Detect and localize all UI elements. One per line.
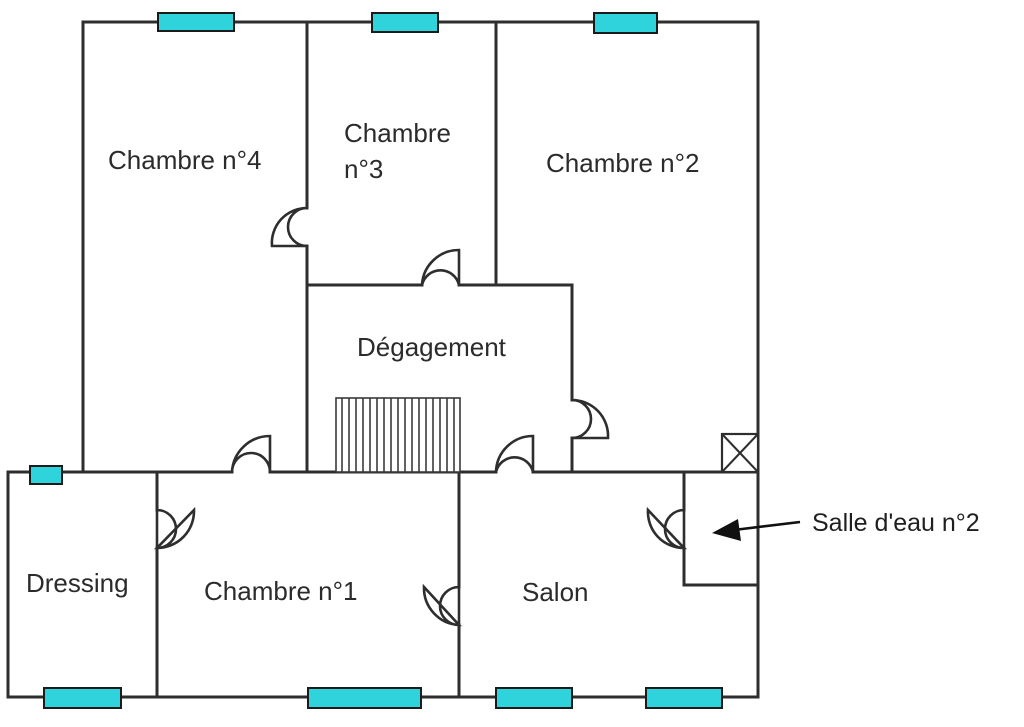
door-salon-left (422, 583, 462, 627)
door-chambre2 (571, 398, 610, 440)
window (157, 12, 235, 32)
room-label-dressing: Dressing (26, 568, 129, 598)
room-label-chambre3-line1: Chambre (344, 118, 451, 148)
room-label-chambre2: Chambre n°2 (546, 148, 699, 178)
window (307, 687, 422, 709)
window (29, 465, 63, 485)
room-label-chambre4: Chambre n°4 (108, 145, 261, 175)
door-salle-eau (646, 506, 688, 550)
annotation-label: Salle d'eau n°2 (812, 509, 980, 537)
annotation-salle-eau: Salle d'eau n°2 (712, 509, 980, 541)
door-chambre1 (230, 434, 272, 473)
door-chambre3 (420, 248, 461, 286)
door-dressing (153, 506, 196, 550)
window (593, 12, 658, 34)
window (495, 687, 573, 709)
shaft-box (720, 432, 760, 474)
room-label-degagement: Dégagement (357, 332, 507, 362)
doors (153, 206, 688, 627)
room-label-chambre1: Chambre n°1 (204, 576, 357, 606)
arrow-icon (712, 519, 741, 541)
window (371, 12, 439, 33)
window (43, 687, 122, 709)
door-salon-top (494, 434, 535, 473)
window (645, 687, 723, 709)
staircase (335, 397, 461, 473)
room-label-salon: Salon (522, 577, 589, 607)
room-label-chambre3-line2: n°3 (344, 154, 383, 184)
windows (29, 12, 723, 709)
door-chambre4 (270, 206, 308, 248)
